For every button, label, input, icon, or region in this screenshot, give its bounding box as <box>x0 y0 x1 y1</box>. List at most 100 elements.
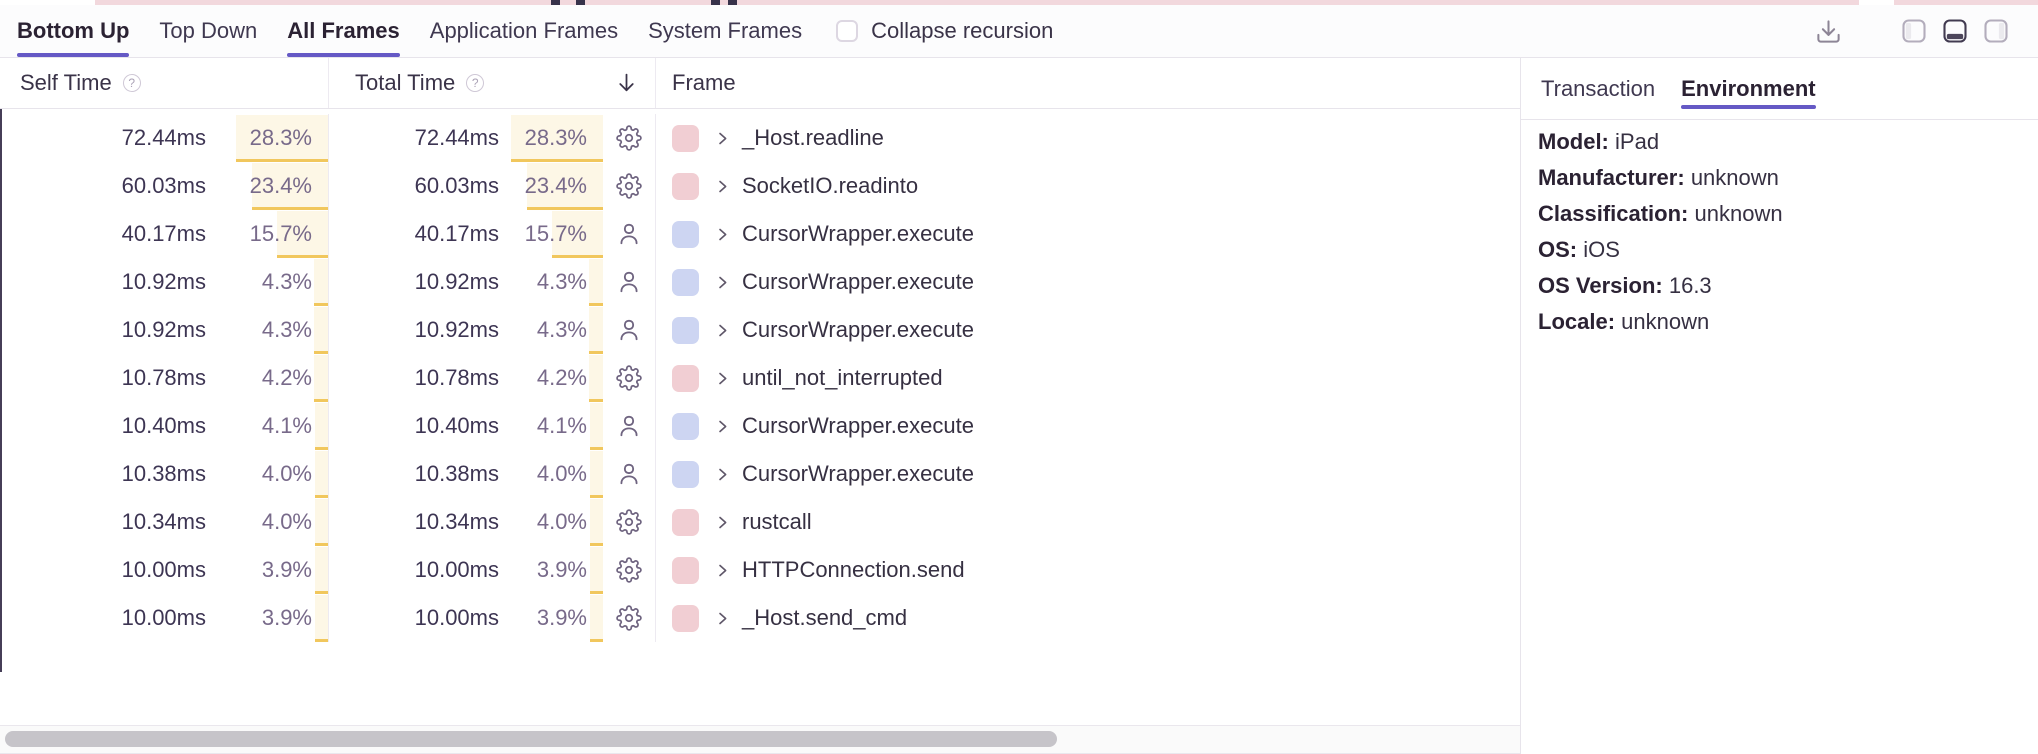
total-time-percent: 4.1% <box>536 413 587 438</box>
self-time-percent-cell: 4.1% <box>236 402 328 450</box>
total-time-percent: 4.2% <box>536 365 587 390</box>
self-time-value: 60.03ms <box>121 173 206 198</box>
self-time-percent: 15.7% <box>249 221 312 246</box>
table-row[interactable]: 60.03ms 23.4% 60.03ms 23.4% <box>0 162 1520 210</box>
frame-name: CursorWrapper.execute <box>742 269 974 294</box>
layout-bottom-button[interactable] <box>1941 17 1969 45</box>
frame-color-swatch <box>672 220 699 248</box>
frame-name: CursorWrapper.execute <box>742 317 974 342</box>
table-row[interactable]: 10.34ms 4.0% 10.34ms 4.0% <box>0 498 1520 546</box>
collapse-recursion-checkbox[interactable] <box>836 20 859 42</box>
frame-color-swatch <box>672 460 699 488</box>
table-row[interactable]: 40.17ms 15.7% 40.17ms 15.7% <box>0 210 1520 258</box>
chevron-right-icon[interactable] <box>715 275 730 290</box>
frame-origin-cell <box>603 498 655 546</box>
total-time-percent-cell: 28.3% <box>511 114 603 162</box>
tab-application-frames[interactable]: Application Frames <box>429 18 619 43</box>
frame-cell: _Host.readline <box>656 114 1520 162</box>
table-row[interactable]: 10.92ms 4.3% 10.92ms 4.3% <box>0 258 1520 306</box>
self-time-percent-cell: 15.7% <box>236 210 328 258</box>
self-time-cell: 10.34ms 4.0% <box>0 498 329 546</box>
environment-field: Manufacturer: unknown <box>1538 165 1779 190</box>
chevron-right-icon[interactable] <box>715 323 730 338</box>
tab-all-frames[interactable]: All Frames <box>287 5 400 57</box>
minimap-gap <box>0 0 95 5</box>
frame-header[interactable]: Frame <box>656 58 1520 108</box>
tab-system-frames[interactable]: System Frames <box>648 18 803 43</box>
table-row[interactable]: 10.78ms 4.2% 10.78ms 4.2% <box>0 354 1520 402</box>
chevron-right-icon[interactable] <box>715 179 730 194</box>
scrollbar-thumb[interactable] <box>5 731 1057 747</box>
sort-desc-arrow-icon <box>614 71 639 96</box>
chevron-right-icon[interactable] <box>715 371 730 386</box>
download-button[interactable] <box>1815 18 1842 45</box>
frame-color-swatch <box>672 316 699 344</box>
frame-name: until_not_interrupted <box>742 365 943 390</box>
horizontal-scrollbar[interactable] <box>0 725 1520 754</box>
percent-bar <box>314 403 328 450</box>
person-icon <box>620 223 638 245</box>
gear-icon <box>616 125 642 151</box>
percent-bar <box>589 307 603 354</box>
total-time-percent: 3.9% <box>536 605 587 630</box>
self-time-percent-cell: 28.3% <box>236 114 328 162</box>
help-icon[interactable]: ? <box>122 74 141 92</box>
table-row[interactable]: 10.92ms 4.3% 10.92ms 4.3% <box>0 306 1520 354</box>
total-time-cell: 40.17ms 15.7% <box>329 210 656 258</box>
chevron-right-icon[interactable] <box>715 467 730 482</box>
chevron-right-icon[interactable] <box>715 131 730 146</box>
self-time-percent-cell: 4.3% <box>236 258 328 306</box>
total-time-percent: 15.7% <box>524 221 587 246</box>
total-time-percent-cell: 4.1% <box>511 402 603 450</box>
total-time-percent: 28.3% <box>524 125 587 150</box>
layout-right-button[interactable] <box>1982 17 2010 45</box>
tab-transaction[interactable]: Transaction <box>1541 75 1656 101</box>
table-row[interactable]: 72.44ms 28.3% 72.44ms 28.3% <box>0 114 1520 162</box>
tab-top-down[interactable]: Top Down <box>159 18 258 43</box>
layout-right-panel-icon <box>1984 19 2008 43</box>
total-time-percent: 4.3% <box>536 269 587 294</box>
total-time-cell: 10.34ms 4.0% <box>329 498 656 546</box>
frame-name: _Host.readline <box>742 125 884 150</box>
total-time-cell: 10.92ms 4.3% <box>329 306 656 354</box>
table-row[interactable]: 10.00ms 3.9% 10.00ms 3.9% <box>0 594 1520 642</box>
table-row[interactable]: 10.40ms 4.1% 10.40ms 4.1% <box>0 402 1520 450</box>
total-time-cell: 72.44ms 28.3% <box>329 114 656 162</box>
chevron-right-icon[interactable] <box>715 419 730 434</box>
self-time-percent: 3.9% <box>261 605 312 630</box>
total-time-header[interactable]: Total Time ? <box>329 58 656 108</box>
self-time-header[interactable]: Self Time ? <box>0 58 329 108</box>
frame-cell: until_not_interrupted <box>656 354 1520 402</box>
self-time-percent-cell: 3.9% <box>236 546 328 594</box>
frame-cell: CursorWrapper.execute <box>656 450 1520 498</box>
total-time-percent-cell: 4.3% <box>511 306 603 354</box>
total-time-value: 10.00ms <box>414 605 499 630</box>
self-time-cell: 10.00ms 3.9% <box>0 546 329 594</box>
person-icon <box>620 319 638 341</box>
minimap-strip[interactable] <box>0 0 2038 5</box>
minimap-mark <box>576 0 585 5</box>
collapse-recursion-label: Collapse recursion <box>871 18 1054 43</box>
gear-icon <box>616 173 642 199</box>
total-time-value: 10.34ms <box>414 509 499 534</box>
chevron-right-icon[interactable] <box>715 611 730 626</box>
frame-color-swatch <box>672 268 699 296</box>
chevron-right-icon[interactable] <box>715 563 730 578</box>
frame-color-swatch <box>672 604 699 632</box>
total-time-percent: 4.0% <box>536 461 587 486</box>
minimap-gap <box>1859 0 1894 5</box>
help-icon[interactable]: ? <box>466 74 485 92</box>
tab-bottom-up[interactable]: Bottom Up <box>17 5 130 57</box>
frame-name: _Host.send_cmd <box>742 605 908 630</box>
percent-bar <box>590 451 603 498</box>
chevron-right-icon[interactable] <box>715 515 730 530</box>
percent-bar <box>251 163 328 210</box>
tab-environment[interactable]: Environment <box>1681 58 1816 119</box>
table-row[interactable]: 10.38ms 4.0% 10.38ms 4.0% <box>0 450 1520 498</box>
table-row[interactable]: 10.00ms 3.9% 10.00ms 3.9% <box>0 546 1520 594</box>
frame-origin-cell <box>603 450 655 498</box>
chevron-right-icon[interactable] <box>715 227 730 242</box>
layout-left-button[interactable] <box>1900 17 1928 45</box>
total-time-cell: 10.92ms 4.3% <box>329 258 656 306</box>
minimap-mark <box>728 0 737 5</box>
